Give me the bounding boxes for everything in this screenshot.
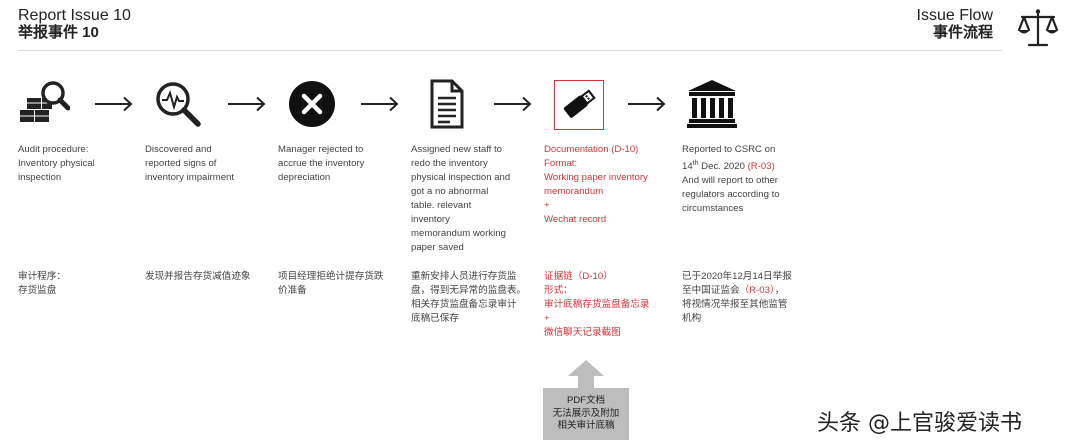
document-icon	[430, 79, 464, 129]
government-building-icon	[687, 80, 737, 128]
step-4-desc-cn: 重新安排人员进行存货监盘，得到无异常的监盘表。相关存货监盘备忘录审计底稿已保存	[411, 271, 527, 324]
header-divider	[18, 50, 1002, 51]
step-3-desc-cn: 项目经理拒绝计提存货跌价准备	[278, 271, 384, 296]
step-5-desc-en: Documentation (D-10)Format:Working paper…	[544, 144, 648, 225]
flow-title-en: Issue Flow	[916, 7, 993, 24]
step-6-desc-en: Reported to CSRC on 14th Dec. 2020 (R-03…	[682, 144, 780, 215]
report-title-en: Report Issue 10	[18, 7, 131, 24]
flow-arrow	[628, 96, 666, 112]
step-5-desc-cn: 证据链（D-10）形式：审计底稿存货监盘备忘录 +微信聊天记录截图	[544, 271, 650, 338]
step-1-desc-cn: 审计程序：存货监盘	[18, 271, 66, 296]
usb-drive-highlight-box	[554, 80, 604, 130]
report-title-cn: 举报事件 10	[18, 24, 99, 41]
inventory-magnifier-icon	[20, 81, 70, 122]
up-arrow-icon	[568, 360, 604, 390]
pdf-note-box: PDF文档 无法展示及附加 相关审计底稿	[543, 388, 629, 440]
reference-code-cn: （R-03）	[739, 285, 775, 296]
step-6-desc-cn: 已于2020年12月14日举报 至中国证监会（R-03）， 将视情况举报至其他监…	[682, 271, 792, 324]
flow-arrow	[361, 96, 399, 112]
flow-arrow	[95, 96, 133, 112]
step-2-desc-cn: 发现并报告存货减值迹象	[145, 271, 251, 282]
reject-x-icon	[289, 81, 335, 127]
reference-code: (R-03)	[747, 161, 775, 173]
magnifier-pulse-icon	[156, 82, 201, 127]
flow-arrow	[228, 96, 266, 112]
watermark: 头条 @上官骏爱读书	[817, 411, 1022, 436]
flow-title-cn: 事件流程	[932, 24, 993, 41]
scales-icon	[1017, 9, 1059, 47]
usb-drive-icon	[563, 89, 596, 118]
flow-arrow	[494, 96, 532, 112]
